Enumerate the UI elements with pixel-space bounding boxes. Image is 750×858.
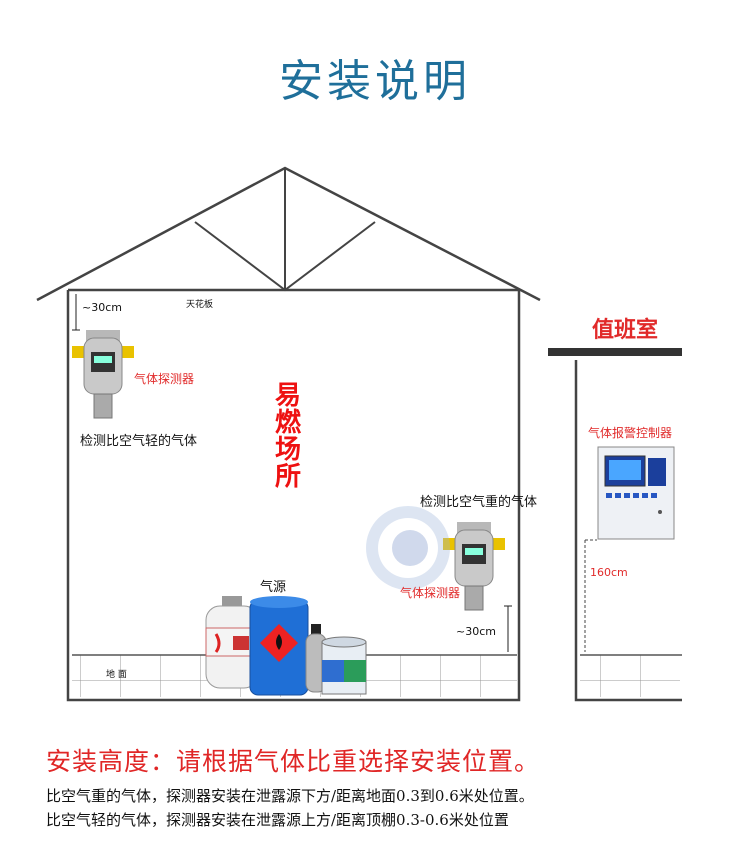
heavy-gas-label: 检测比空气重的气体	[420, 495, 538, 510]
gas-source-label: 气源	[260, 580, 287, 595]
duty-room-floor	[580, 654, 682, 697]
ceiling-gap-marker	[72, 294, 80, 331]
ceiling-gap-label: ~30cm	[82, 301, 122, 314]
floor-label: 地 面	[106, 670, 127, 680]
detector-bottom-label: 气体探测器	[400, 586, 461, 600]
paint-can	[321, 636, 367, 695]
controller-label: 气体报警控制器	[588, 426, 673, 440]
gas-detector-bottom	[443, 522, 505, 611]
light-gas-label: 检测比空气轻的气体	[80, 434, 198, 449]
ceiling-label: 天花板	[186, 300, 214, 310]
controller-height-marker	[584, 539, 597, 652]
floor-gap-marker	[504, 605, 512, 652]
heavy-gas-instruction: 比空气重的气体，探测器安装在泄露源下方/距离地面0.3到0.6米处位置。	[46, 787, 534, 805]
alarm-controller-cabinet	[597, 446, 675, 540]
controller-height-label: 160cm	[590, 566, 628, 579]
watermark-logo	[366, 506, 450, 590]
page-title: 安装说明	[279, 56, 471, 107]
blue-drum	[249, 596, 309, 696]
gas-detector-top	[72, 330, 134, 419]
duty-room-outline	[548, 348, 682, 702]
hazard-area-label: 易 燃 场 所	[274, 381, 301, 492]
light-gas-instruction: 比空气轻的气体，探测器安装在泄露源上方/距离顶棚0.3-0.6米处位置	[46, 811, 509, 829]
gas-cylinder	[205, 596, 259, 689]
detector-top-label: 气体探测器	[134, 372, 195, 386]
house-outline	[36, 166, 541, 702]
duty-room-label: 值班室	[592, 318, 659, 343]
install-height-headline: 安装高度：请根据气体比重选择安装位置。	[46, 747, 541, 776]
floor-gap-label: ~30cm	[456, 625, 496, 638]
